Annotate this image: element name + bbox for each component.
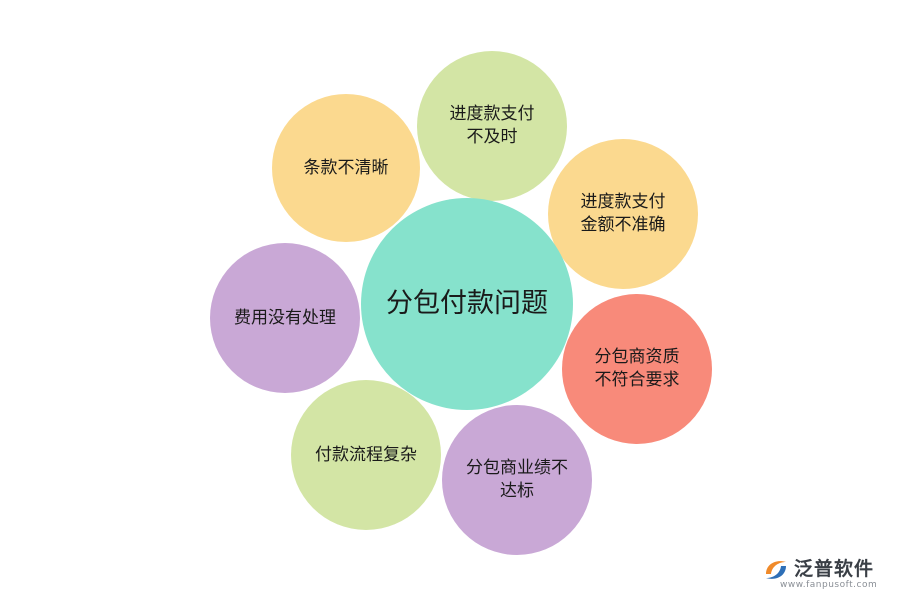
center-topic: 分包付款问题 <box>361 198 573 410</box>
node-progress-payment-late: 进度款支付 不及时 <box>417 51 567 201</box>
brand-name: 泛普软件 <box>794 558 875 580</box>
node-label: 条款不清晰 <box>303 157 389 178</box>
node-label: 进度款支付 金额不准确 <box>580 192 666 235</box>
node-label: 费用没有处理 <box>234 307 336 328</box>
node-subcontractor-performance: 分包商业绩不 达标 <box>442 405 592 555</box>
node-label: 进度款支付 不及时 <box>449 104 535 147</box>
node-expenses-unprocessed: 费用没有处理 <box>210 243 360 393</box>
node-label: 分包商资质 不符合要求 <box>594 347 680 390</box>
node-subcontractor-qualification: 分包商资质 不符合要求 <box>562 294 712 444</box>
node-label: 分包商业绩不 达标 <box>466 458 568 501</box>
node-payment-process-complex: 付款流程复杂 <box>291 380 441 530</box>
node-progress-payment-amount: 进度款支付 金额不准确 <box>548 139 698 289</box>
brand-logo-icon <box>766 561 786 579</box>
brand-watermark: 泛普软件 www.fanpusoft.com <box>762 552 892 592</box>
node-label: 付款流程复杂 <box>315 444 417 465</box>
node-unclear-terms: 条款不清晰 <box>272 94 420 242</box>
brand-url: www.fanpusoft.com <box>780 580 878 590</box>
center-topic-label: 分包付款问题 <box>386 287 548 319</box>
